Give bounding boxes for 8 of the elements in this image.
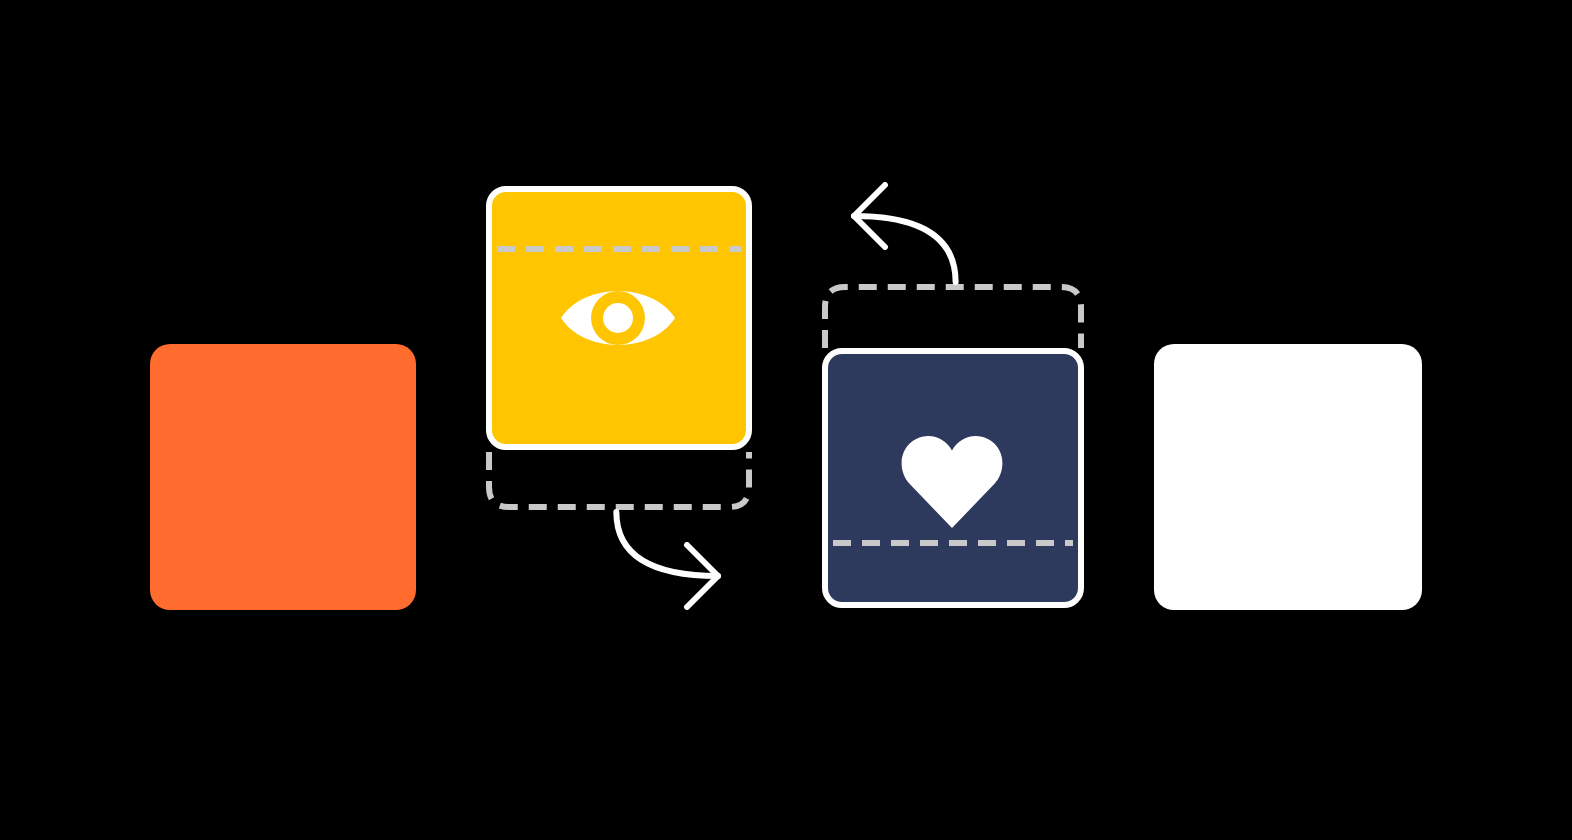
card (486, 186, 752, 450)
curved-arrow (613, 509, 721, 610)
card (1154, 344, 1422, 610)
card (822, 348, 1084, 608)
card (150, 344, 416, 610)
dashed-outline (822, 284, 1084, 546)
curved-arrow (851, 182, 959, 285)
dashed-outline (486, 246, 752, 510)
